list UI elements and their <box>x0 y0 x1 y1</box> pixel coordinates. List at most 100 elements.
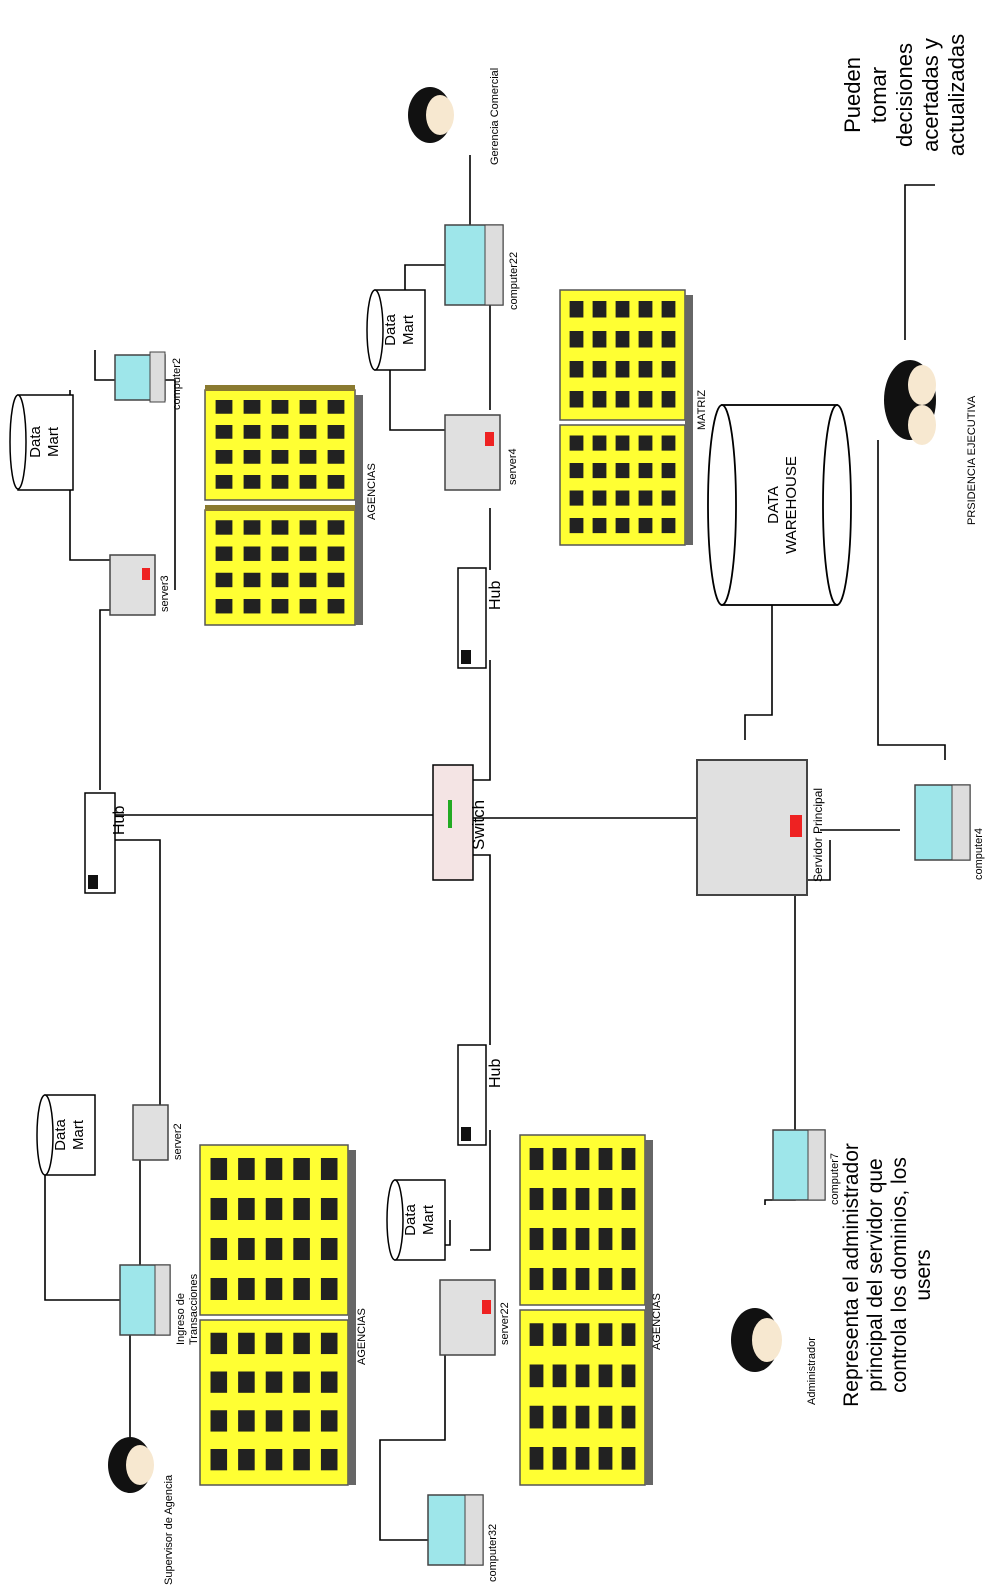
building-window <box>293 1333 310 1354</box>
building-window <box>266 1410 283 1431</box>
ingreso-label-line2: Transacciones <box>188 1273 200 1345</box>
building-window <box>293 1372 310 1393</box>
building-window <box>553 1148 567 1170</box>
admin-note-line2: principal del servidor que <box>864 1158 887 1391</box>
building-window <box>622 1365 636 1388</box>
switch-label: Switch <box>469 800 488 850</box>
building-window <box>570 361 584 378</box>
building-window <box>616 361 630 378</box>
president-note-line5: actualizadas <box>944 34 969 156</box>
president-note-line4: acertadas y <box>918 38 943 152</box>
building-window <box>300 450 317 464</box>
building-window <box>530 1323 544 1346</box>
building-window <box>622 1188 636 1210</box>
building-window <box>622 1148 636 1170</box>
building-window <box>622 1323 636 1346</box>
building-window <box>639 391 653 408</box>
building-window <box>216 425 233 439</box>
building-window <box>530 1268 544 1290</box>
building-window <box>662 391 676 408</box>
building-window <box>238 1449 255 1470</box>
building-window <box>553 1323 567 1346</box>
building-window <box>211 1238 228 1260</box>
building-window <box>238 1238 255 1260</box>
administrador-label: Administrador <box>806 1337 818 1405</box>
presidencia-label: PRSIDENCIA EJECUTIVA <box>966 395 978 525</box>
building-window <box>216 573 233 587</box>
building-window <box>530 1188 544 1210</box>
computer7-device <box>773 1130 825 1200</box>
computer4-device <box>915 785 970 860</box>
building-window <box>553 1268 567 1290</box>
building-window <box>321 1158 338 1180</box>
building-window <box>321 1198 338 1220</box>
building-window <box>593 436 607 451</box>
building-window <box>293 1449 310 1470</box>
building-window <box>599 1188 613 1210</box>
building-window <box>530 1365 544 1388</box>
computer32-label: computer32 <box>487 1524 499 1582</box>
building-window <box>300 520 317 534</box>
building-window <box>300 573 317 587</box>
person-gerencia-icon <box>408 87 454 143</box>
building-window <box>622 1447 636 1470</box>
building-window <box>272 520 289 534</box>
building-window <box>216 400 233 414</box>
building-window <box>272 573 289 587</box>
building-window <box>244 573 261 587</box>
building-window <box>570 491 584 506</box>
computer2-device <box>115 352 165 402</box>
computer-supervisor-device <box>120 1265 170 1335</box>
building-window <box>266 1158 283 1180</box>
agencias-label-top: AGENCIAS <box>366 463 378 520</box>
building-window <box>639 361 653 378</box>
data-mart-4-label-line2: Mart <box>420 1204 437 1235</box>
server4-label: server4 <box>507 448 519 485</box>
building-window <box>293 1278 310 1300</box>
building-window <box>216 520 233 534</box>
building-agencias-top <box>205 385 363 625</box>
building-window <box>211 1198 228 1220</box>
building-window <box>593 463 607 478</box>
building-window <box>662 331 676 348</box>
hub-top-label: Hub <box>111 806 128 835</box>
computer22-label: computer22 <box>508 252 520 310</box>
building-window <box>272 425 289 439</box>
building-window <box>216 599 233 613</box>
data-warehouse-label-line2: WAREHOUSE <box>783 456 800 554</box>
data-mart-1-label-line1: Data <box>27 426 44 458</box>
building-window <box>300 400 317 414</box>
building-window <box>300 475 317 489</box>
person-supervisor-icon <box>108 1437 154 1493</box>
hub-upper-label: Hub <box>487 581 504 610</box>
building-window <box>553 1406 567 1429</box>
building-window <box>266 1449 283 1470</box>
building-window <box>593 491 607 506</box>
building-window <box>570 301 584 318</box>
building-window <box>570 391 584 408</box>
building-window <box>576 1188 590 1210</box>
building-window <box>244 475 261 489</box>
building-window <box>216 547 233 561</box>
data-mart-2-label-line1: Data <box>382 314 399 346</box>
building-window <box>321 1449 338 1470</box>
building-window <box>216 450 233 464</box>
admin-note-line4: users <box>912 1249 935 1300</box>
building-window <box>328 520 345 534</box>
building-window <box>266 1372 283 1393</box>
building-window <box>321 1278 338 1300</box>
supervisor-label: Supervisor de Agencia <box>163 1474 175 1585</box>
building-window <box>553 1228 567 1250</box>
building-window <box>321 1333 338 1354</box>
building-window <box>570 463 584 478</box>
hub-lower <box>458 1045 486 1145</box>
building-window <box>328 425 345 439</box>
building-agencias-bottom <box>520 1135 653 1485</box>
building-window <box>238 1372 255 1393</box>
building-window <box>244 425 261 439</box>
building-window <box>576 1268 590 1290</box>
building-window <box>328 547 345 561</box>
building-window <box>570 518 584 533</box>
building-window <box>570 436 584 451</box>
